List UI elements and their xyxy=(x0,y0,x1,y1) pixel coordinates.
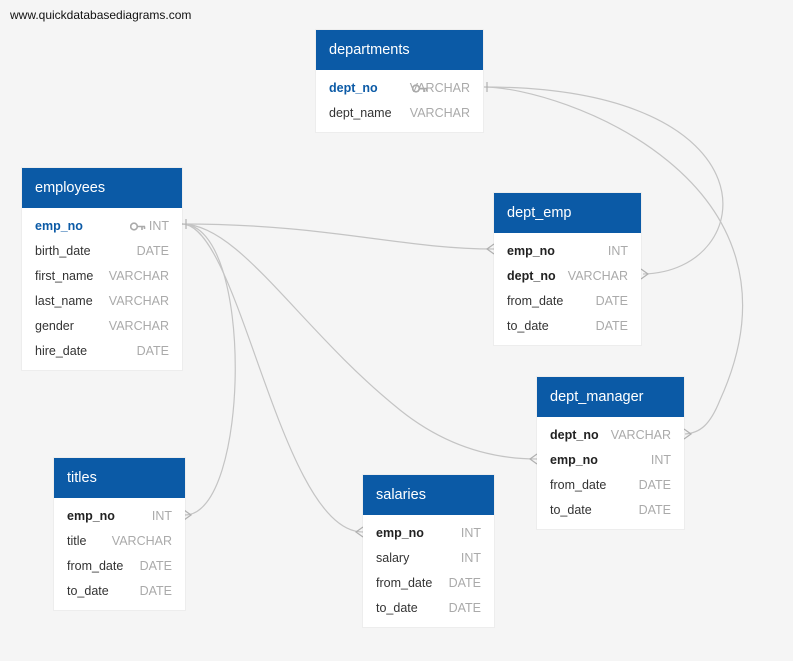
field-type: INT xyxy=(650,453,671,467)
field-row[interactable]: gender VARCHAR xyxy=(22,314,182,339)
field-type: DATE xyxy=(638,478,671,492)
field-row[interactable]: to_date DATE xyxy=(54,579,185,604)
field-type: DATE xyxy=(595,319,628,333)
table-departments[interactable]: departments dept_no VARCHAR dept_name VA… xyxy=(316,30,483,132)
field-row[interactable]: salary INT xyxy=(363,546,494,571)
field-row[interactable]: to_date DATE xyxy=(537,498,684,523)
link-departments-dept-emp xyxy=(483,86,724,275)
field-type: VARCHAR xyxy=(108,319,169,333)
field-type: VARCHAR xyxy=(409,81,470,95)
field-name: hire_date xyxy=(35,344,88,358)
table-title[interactable]: titles xyxy=(54,458,185,498)
field-name: to_date xyxy=(67,584,109,598)
link-employees-dept-emp xyxy=(181,223,495,250)
field-name: emp_no xyxy=(507,244,555,258)
field-name: from_date xyxy=(376,576,433,590)
field-row[interactable]: emp_no INT xyxy=(537,448,684,473)
field-name: title xyxy=(67,534,87,548)
field-name: dept_no xyxy=(507,269,556,283)
key-icon xyxy=(412,84,428,93)
field-row[interactable]: dept_no VARCHAR xyxy=(316,76,483,101)
link-departments-dept-manager xyxy=(483,86,744,435)
field-name: emp_no xyxy=(550,453,598,467)
table-title[interactable]: salaries xyxy=(363,475,494,515)
field-name: dept_name xyxy=(329,106,392,120)
field-name: salary xyxy=(376,551,410,565)
field-type: INT xyxy=(607,244,628,258)
field-row[interactable]: dept_name VARCHAR xyxy=(316,101,483,126)
field-row[interactable]: birth_date DATE xyxy=(22,239,182,264)
field-row[interactable]: title VARCHAR xyxy=(54,529,185,554)
field-type: DATE xyxy=(448,576,481,590)
field-name: gender xyxy=(35,319,74,333)
table-title[interactable]: dept_emp xyxy=(494,193,641,233)
field-type: DATE xyxy=(136,344,169,358)
field-row[interactable]: from_date DATE xyxy=(363,571,494,596)
field-type: DATE xyxy=(638,503,671,517)
field-row[interactable]: emp_no INT xyxy=(494,239,641,264)
field-name: to_date xyxy=(376,601,418,615)
field-type: DATE xyxy=(595,294,628,308)
field-row[interactable]: from_date DATE xyxy=(537,473,684,498)
field-name: emp_no xyxy=(67,509,115,523)
watermark: www.quickdatabasediagrams.com xyxy=(10,8,192,22)
key-icon xyxy=(130,222,146,231)
table-titles[interactable]: titles emp_no INT title VARCHAR from_dat… xyxy=(54,458,185,610)
field-row[interactable]: to_date DATE xyxy=(494,314,641,339)
field-row[interactable]: dept_no VARCHAR xyxy=(537,423,684,448)
field-row[interactable]: to_date DATE xyxy=(363,596,494,621)
field-type: VARCHAR xyxy=(111,534,172,548)
link-employees-salaries xyxy=(181,223,364,533)
field-row[interactable]: from_date DATE xyxy=(494,289,641,314)
field-name: to_date xyxy=(550,503,592,517)
table-title[interactable]: departments xyxy=(316,30,483,70)
field-type: INT xyxy=(148,219,169,233)
field-row[interactable]: hire_date DATE xyxy=(22,339,182,364)
field-row[interactable]: from_date DATE xyxy=(54,554,185,579)
field-name: emp_no xyxy=(376,526,424,540)
field-type: VARCHAR xyxy=(108,294,169,308)
field-name: birth_date xyxy=(35,244,91,258)
field-type: VARCHAR xyxy=(610,428,671,442)
field-name: dept_no xyxy=(329,81,378,95)
table-title[interactable]: employees xyxy=(22,168,182,208)
field-name: emp_no xyxy=(35,219,83,233)
field-type: VARCHAR xyxy=(567,269,628,283)
field-row[interactable]: emp_no INT xyxy=(363,521,494,546)
field-type: VARCHAR xyxy=(409,106,470,120)
table-employees[interactable]: employees emp_no INT birth_date DATE fir… xyxy=(22,168,182,370)
link-employees-titles xyxy=(181,223,236,516)
field-name: first_name xyxy=(35,269,94,283)
table-dept-manager[interactable]: dept_manager dept_no VARCHAR emp_no INT … xyxy=(537,377,684,529)
field-type: DATE xyxy=(448,601,481,615)
field-type: INT xyxy=(460,551,481,565)
field-name: last_name xyxy=(35,294,93,308)
field-row[interactable]: dept_no VARCHAR xyxy=(494,264,641,289)
field-type: VARCHAR xyxy=(108,269,169,283)
table-title[interactable]: dept_manager xyxy=(537,377,684,417)
field-row[interactable]: last_name VARCHAR xyxy=(22,289,182,314)
table-dept-emp[interactable]: dept_emp emp_no INT dept_no VARCHAR from… xyxy=(494,193,641,345)
field-row[interactable]: emp_no INT xyxy=(22,214,182,239)
field-name: from_date xyxy=(507,294,564,308)
link-employees-dept-manager xyxy=(181,223,538,460)
field-name: dept_no xyxy=(550,428,599,442)
field-row[interactable]: emp_no INT xyxy=(54,504,185,529)
field-name: from_date xyxy=(550,478,607,492)
field-name: from_date xyxy=(67,559,124,573)
field-type: DATE xyxy=(136,244,169,258)
field-type: DATE xyxy=(139,559,172,573)
field-row[interactable]: first_name VARCHAR xyxy=(22,264,182,289)
field-type: DATE xyxy=(139,584,172,598)
field-name: to_date xyxy=(507,319,549,333)
field-type: INT xyxy=(460,526,481,540)
field-type: INT xyxy=(151,509,172,523)
table-salaries[interactable]: salaries emp_no INT salary INT from_date… xyxy=(363,475,494,627)
